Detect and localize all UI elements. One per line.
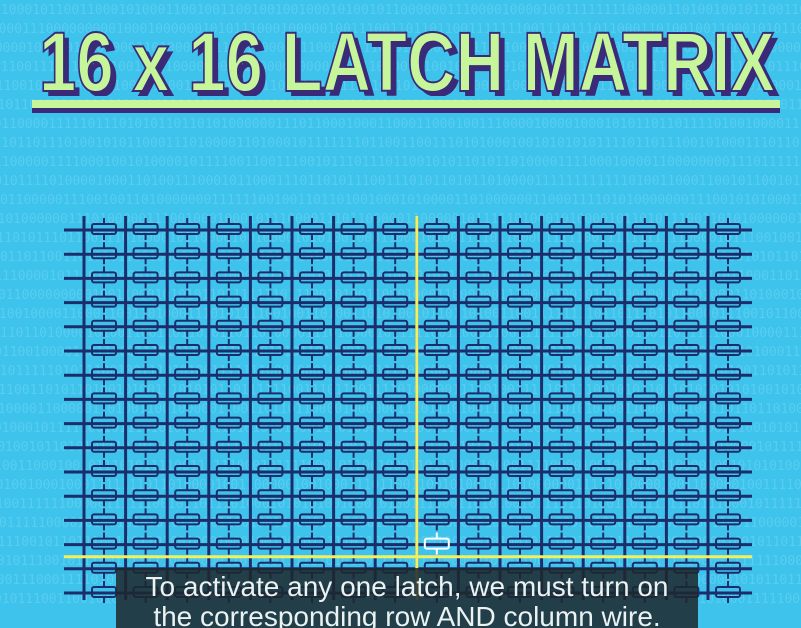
svg-text:011001011010001110000100011000: 0110010110100011100001000110000001111011… [0,79,801,94]
svg-text:110110111010010101100011101000: 1101101110100101011000111010000110100010… [0,136,801,151]
svg-text:010001011001100010100011001001: 0100010110011000101000110010011001001001… [0,3,801,18]
svg-text:111001111110010100110110000000: 1110011111100101001101100000001110000000… [0,60,801,75]
svg-text:011000000000100110001010101101: 0110000000001001100010101011011111110111… [0,288,801,303]
caption-line-1: To activate any one latch, we must turn … [145,571,669,602]
svg-text:100100001100011001101000111010: 1001000011000110011010001110101111001001… [0,307,801,322]
svg-text:001100000111001001101000000011: 0011000001110010011010000000111111001001… [0,193,801,208]
svg-text:111100001100000110100110010000: 1111000011000001101001100100000110011011… [0,402,801,417]
page-title: 16 x 16 LATCH MATRIX [39,15,775,96]
svg-text:101100001111101110101011011010: 1011000011111011101010110110101000000111… [0,117,801,132]
svg-text:100001110000000001000100000010: 1000011100000000010001000000101011100010… [0,22,801,37]
title-underline [32,100,780,113]
svg-text:000001000101100000011010001001: 0000010001011000000110100010011101100001… [0,41,801,56]
svg-text:010111101000010001101001110001: 0101111010000100011010011100010110001110… [0,174,801,189]
binary-digits: 0100010110011000101000110010011001001001… [0,3,801,607]
svg-text:111110110100001010011001101101: 1111101101000010100110011011010110110100… [0,326,801,341]
subtitle-caption: To activate any one latch, we must turn … [116,568,698,628]
title-shadow: 16 x 16 LATCH MATRIX [44,20,780,96]
title-banner: 16 x 16 LATCH MATRIX 16 x 16 LATCH MATRI… [38,14,780,96]
svg-text:011110000011110001001010000101: 0111100000111100010010100001011110011001… [0,155,801,170]
caption-line-2: the corresponding row AND column wire. [153,601,661,628]
